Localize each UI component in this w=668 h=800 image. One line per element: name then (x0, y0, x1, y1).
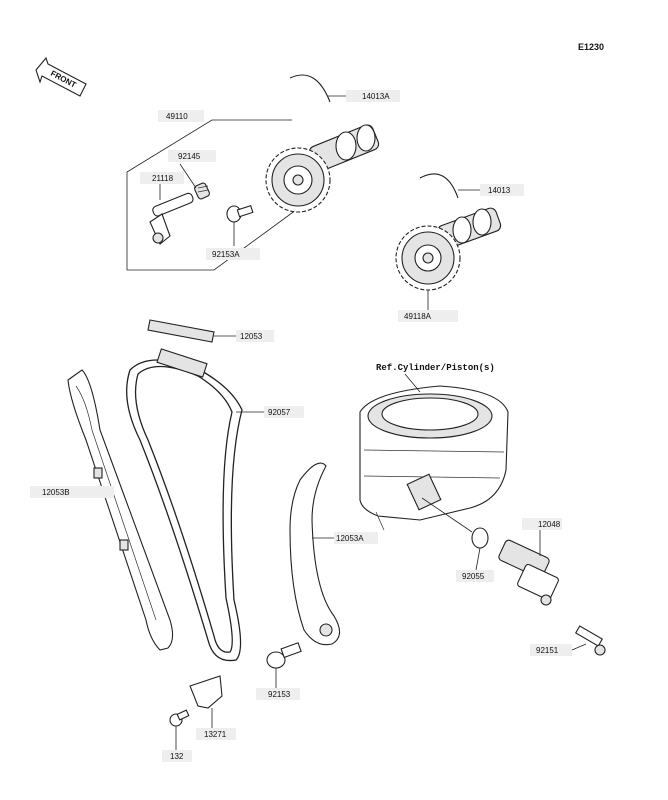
svg-text:92153: 92153 (268, 690, 291, 699)
svg-text:92057: 92057 (268, 408, 291, 417)
chain-guide-bracket (169, 675, 223, 727)
svg-text:13271: 13271 (204, 730, 227, 739)
svg-text:12048: 12048 (538, 520, 561, 529)
camshaft-cap-14013A (289, 74, 331, 103)
label-14013[interactable]: 14013 (480, 184, 524, 196)
label-92153A[interactable]: 92153A (206, 248, 260, 260)
svg-text:92151: 92151 (536, 646, 559, 655)
label-12053A[interactable]: 12053A (334, 532, 378, 544)
label-14013A[interactable]: 14013A (346, 90, 400, 102)
svg-text:92153A: 92153A (212, 250, 240, 259)
svg-text:14013: 14013 (488, 186, 511, 195)
label-21118[interactable]: 21118 (140, 172, 184, 184)
spring-92145 (194, 182, 210, 200)
svg-text:92145: 92145 (178, 152, 201, 161)
label-132[interactable]: 132 (162, 750, 192, 762)
label-92055[interactable]: 92055 (456, 570, 494, 582)
label-92145[interactable]: 92145 (168, 150, 216, 162)
decompressor-lever (149, 192, 194, 245)
label-92151[interactable]: 92151 (530, 644, 572, 656)
svg-text:49118A: 49118A (404, 312, 432, 321)
svg-text:12053: 12053 (240, 332, 263, 341)
svg-text:49110: 49110 (166, 112, 188, 121)
svg-text:12053A: 12053A (336, 534, 364, 543)
label-13271[interactable]: 13271 (196, 728, 236, 740)
svg-text:14013A: 14013A (362, 92, 390, 101)
exhaust-camshaft (265, 124, 380, 213)
chain-guide-left (67, 369, 174, 651)
label-12053B[interactable]: 12053B (30, 486, 114, 498)
label-12053[interactable]: 12053 (236, 330, 274, 342)
chain-guide-top (147, 319, 215, 343)
cam-chain (126, 348, 243, 662)
front-arrow-icon: FRONT (35, 56, 87, 97)
label-49110[interactable]: 49110 (158, 110, 204, 122)
label-12048[interactable]: 12048 (522, 518, 562, 530)
intake-camshaft (395, 207, 502, 291)
chain-tensioner (498, 539, 559, 606)
bolt-92153A (226, 204, 254, 223)
o-ring (471, 527, 489, 549)
svg-text:132: 132 (170, 752, 184, 761)
camshaft-cap-14013 (419, 173, 459, 199)
label-49118A[interactable]: 49118A (398, 310, 458, 322)
cylinder-block (359, 385, 509, 531)
bolt-92151 (574, 625, 606, 656)
bolt-92153 (266, 642, 302, 669)
reference-label: Ref.Cylinder/Piston(s) (376, 363, 495, 373)
svg-text:21118: 21118 (152, 174, 174, 183)
label-92057[interactable]: 92057 (264, 406, 304, 418)
diagram-code: E1230 (578, 42, 604, 52)
label-92153[interactable]: 92153 (256, 688, 300, 700)
svg-text:12053B: 12053B (42, 488, 70, 497)
svg-text:92055: 92055 (462, 572, 485, 581)
chain-tensioner-guide (289, 462, 341, 646)
